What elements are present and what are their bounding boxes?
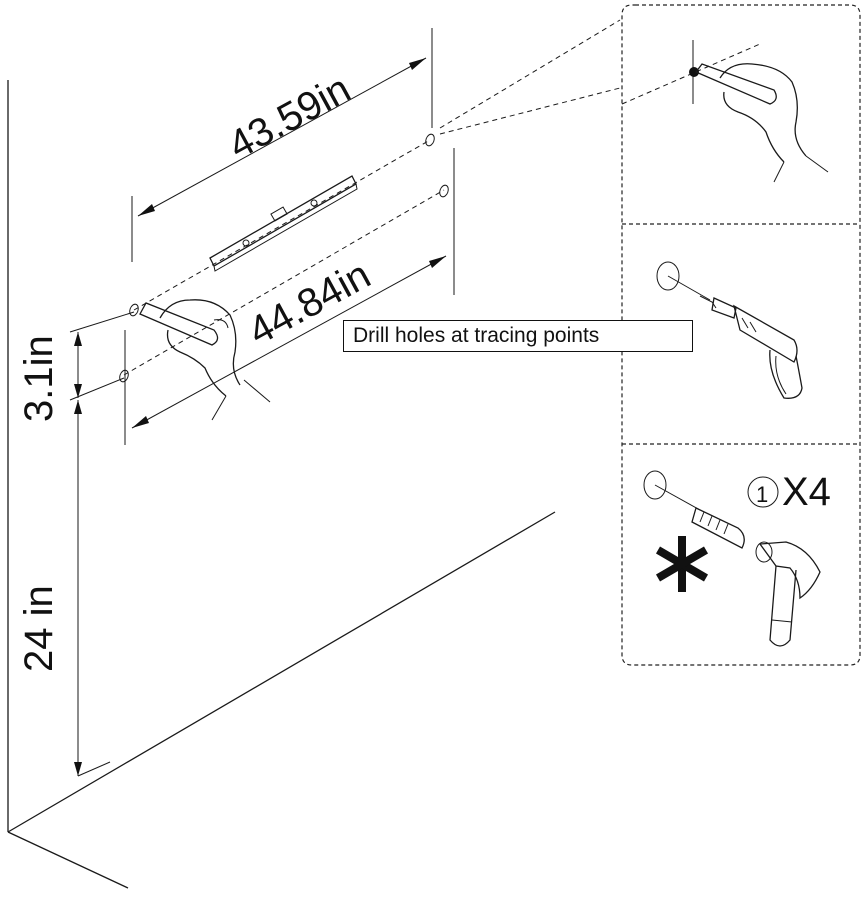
level-icon (209, 175, 358, 272)
height-label: 24 in (17, 585, 61, 672)
hole-bottom-right (439, 184, 449, 198)
wall-anchor-icon (643, 470, 745, 549)
circled-number-icon (747, 476, 779, 508)
hand-marker-icon (139, 299, 271, 421)
tracing-line (119, 133, 449, 383)
wall-outline (7, 80, 556, 889)
vertical-spacing-dimension: 3.1in (17, 311, 135, 422)
step3-anchors: 1 X4 (643, 470, 831, 647)
hole-bottom-left (119, 369, 129, 383)
drill-holes-callout: Drill holes at tracing points (343, 320, 693, 352)
step3-circled-number: 1 (756, 482, 768, 507)
drill-icon (656, 261, 803, 399)
vertical-spacing-label: 3.1in (17, 335, 61, 422)
zoom-lines (439, 19, 621, 135)
steps-panel: 1 X4 (621, 4, 861, 666)
hammer-icon (755, 541, 821, 647)
step3-quantity: X4 (782, 470, 831, 514)
hole-top-left (129, 303, 139, 317)
height-dimension: 24 in (17, 400, 111, 777)
asterisk-icon (655, 536, 709, 592)
top-width-label: 43.59in (221, 67, 357, 168)
bottom-width-dimension: 44.84in (124, 148, 455, 445)
hole-top-right (425, 133, 435, 147)
step1-marking (621, 40, 829, 183)
